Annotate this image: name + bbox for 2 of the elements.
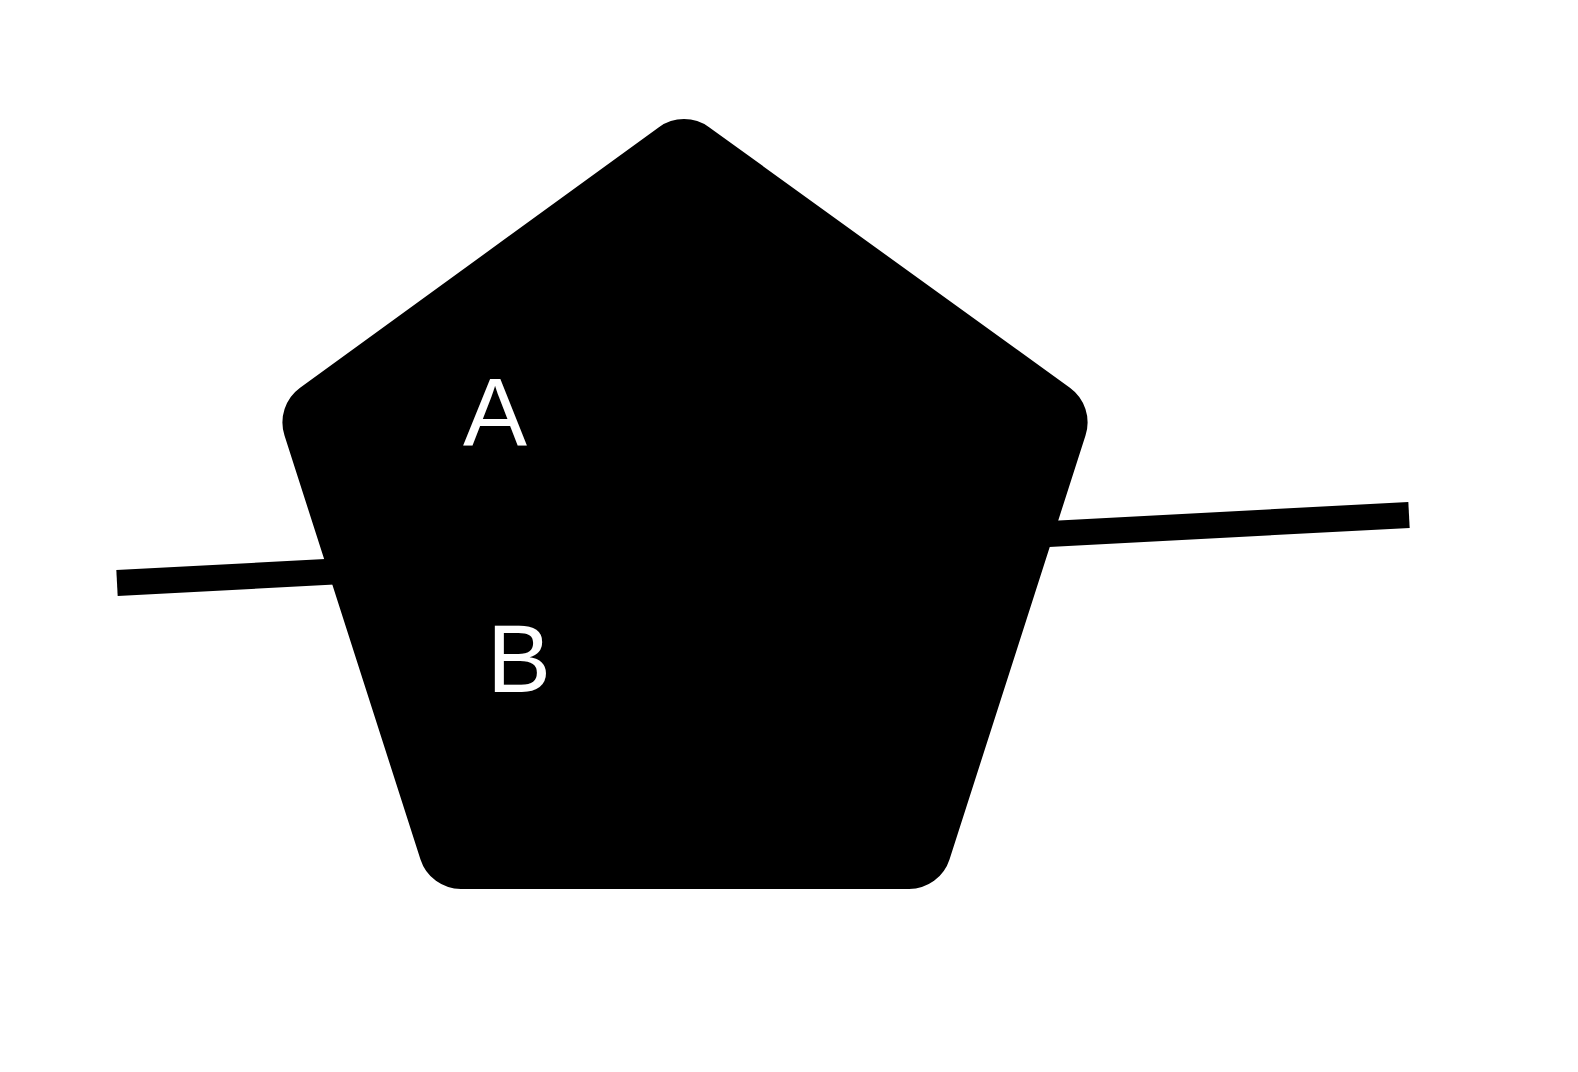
region-label: A — [463, 364, 527, 460]
region-label: B — [487, 611, 551, 707]
